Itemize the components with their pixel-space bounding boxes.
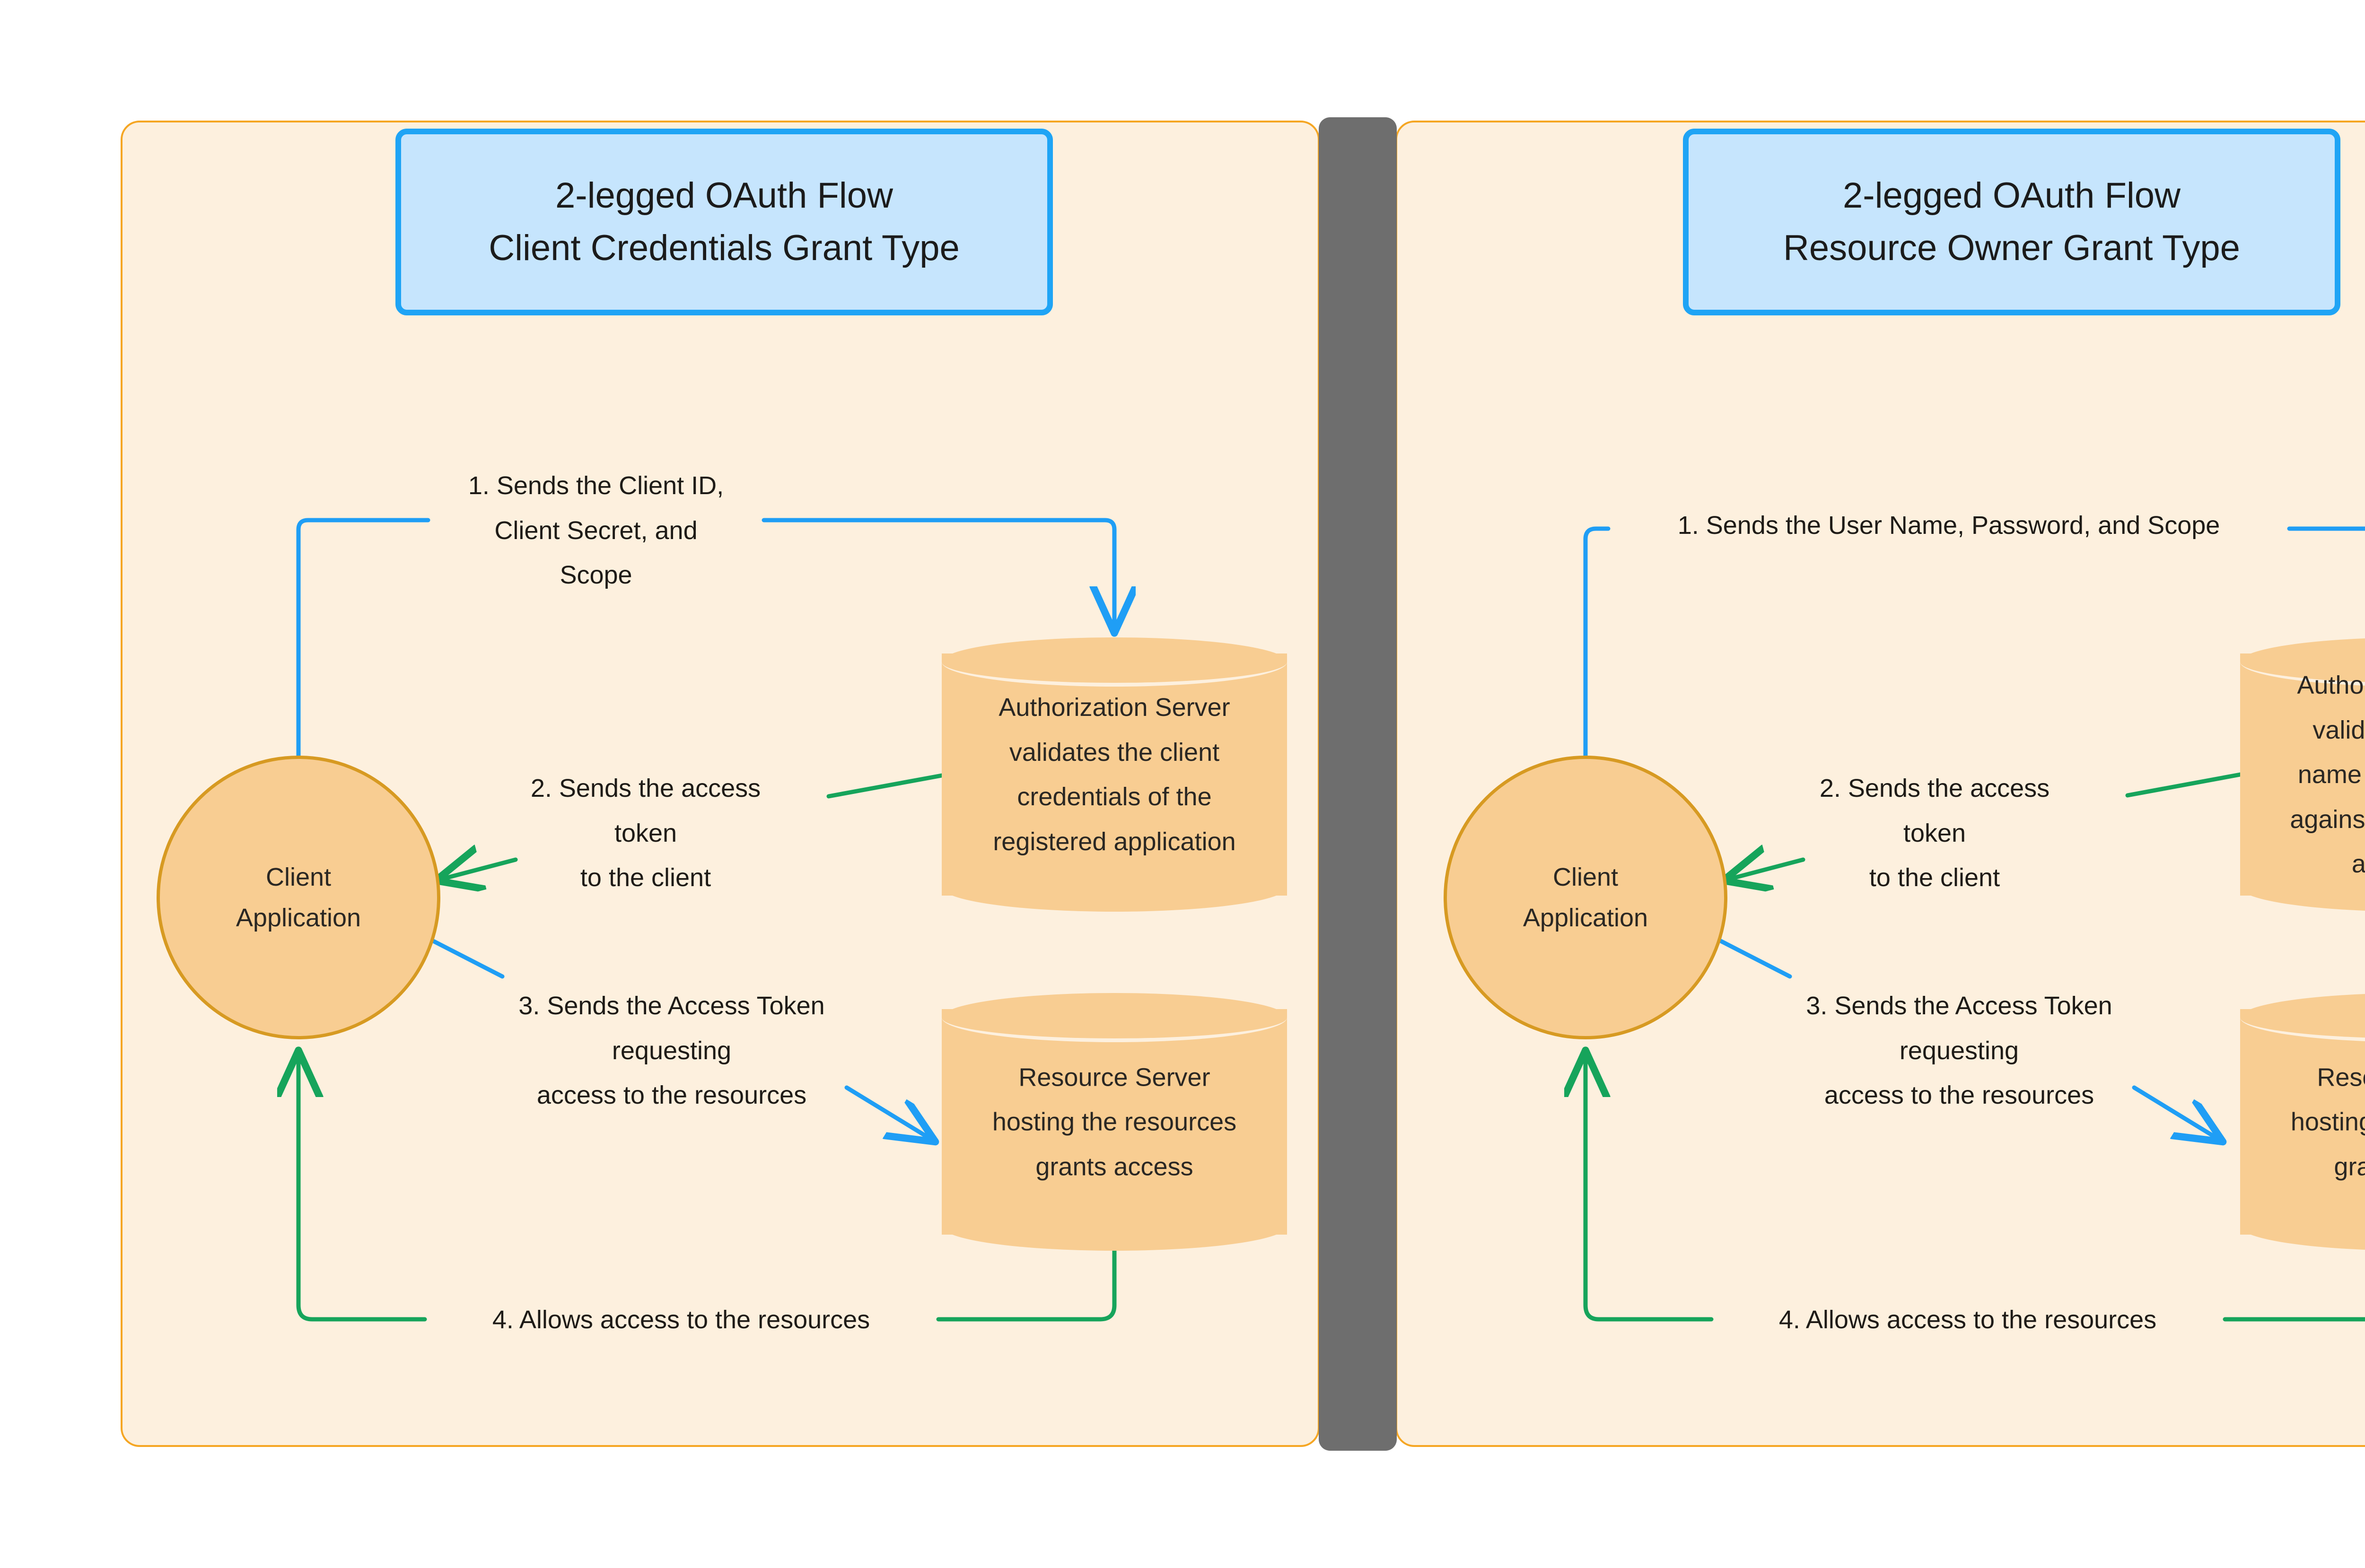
title-line-2: Client Credentials Grant Type	[489, 227, 960, 268]
node-label: Client Application	[1523, 862, 1648, 932]
node-label: Authorization Server validates the clien…	[993, 693, 1236, 856]
node-label: Resource Server hosting the resources gr…	[2290, 1063, 2365, 1181]
node-resource-server-left[interactable]: Resource Server hosting the resources gr…	[942, 993, 1287, 1251]
node-client-application-right[interactable]: Client Application	[1444, 756, 1727, 1039]
edge-label-left-2: 2. Sends the access token to the client	[530, 774, 761, 892]
node-client-application-left[interactable]: Client Application	[157, 756, 440, 1039]
title-line-1: 2-legged OAuth Flow	[1843, 175, 2181, 216]
node-authorization-server-left[interactable]: Authorization Server validates the clien…	[942, 637, 1287, 912]
cylinder-body	[2240, 653, 2365, 896]
node-label: Resource Server hosting the resources gr…	[992, 1063, 1237, 1181]
cylinder-body	[942, 1009, 1287, 1235]
panel-divider-bar	[1319, 117, 1397, 1451]
cylinder-top-cap	[942, 993, 1287, 1042]
node-label: Client Application	[236, 862, 361, 932]
edge-label-right-1: 1. Sends the User Name, Password, and Sc…	[1677, 511, 2220, 540]
node-authorization-server-right[interactable]: Authorization Server validates the user …	[2240, 637, 2365, 912]
title-box-client-credentials: 2-legged OAuth Flow Client Credentials G…	[395, 129, 1053, 315]
cylinder-body	[2240, 1009, 2365, 1235]
edge-label-right-2: 2. Sends the access token to the client	[1819, 774, 2050, 892]
cylinder-bottom-cap	[942, 862, 1287, 912]
title-line-1: 2-legged OAuth Flow	[555, 175, 893, 216]
node-resource-server-right[interactable]: Resource Server hosting the resources gr…	[2240, 993, 2365, 1251]
title-line-2: Resource Owner Grant Type	[1783, 227, 2240, 268]
cylinder-top-cap	[942, 637, 1287, 687]
cylinder-bottom-cap	[942, 1202, 1287, 1251]
edge-label-left-1: 1. Sends the Client ID, Client Secret, a…	[468, 471, 724, 589]
cylinder-body	[942, 653, 1287, 896]
edge-label-left-3: 3. Sends the Access Token requesting acc…	[518, 992, 825, 1109]
edge-label-right-4: 4. Allows access to the resources	[1778, 1306, 2157, 1334]
node-label: Authorization Server validates the user …	[2290, 671, 2365, 878]
edge-label-left-4: 4. Allows access to the resources	[492, 1306, 870, 1334]
edge-label-right-3: 3. Sends the Access Token requesting acc…	[1806, 992, 2112, 1109]
title-box-resource-owner: 2-legged OAuth Flow Resource Owner Grant…	[1683, 129, 2340, 315]
